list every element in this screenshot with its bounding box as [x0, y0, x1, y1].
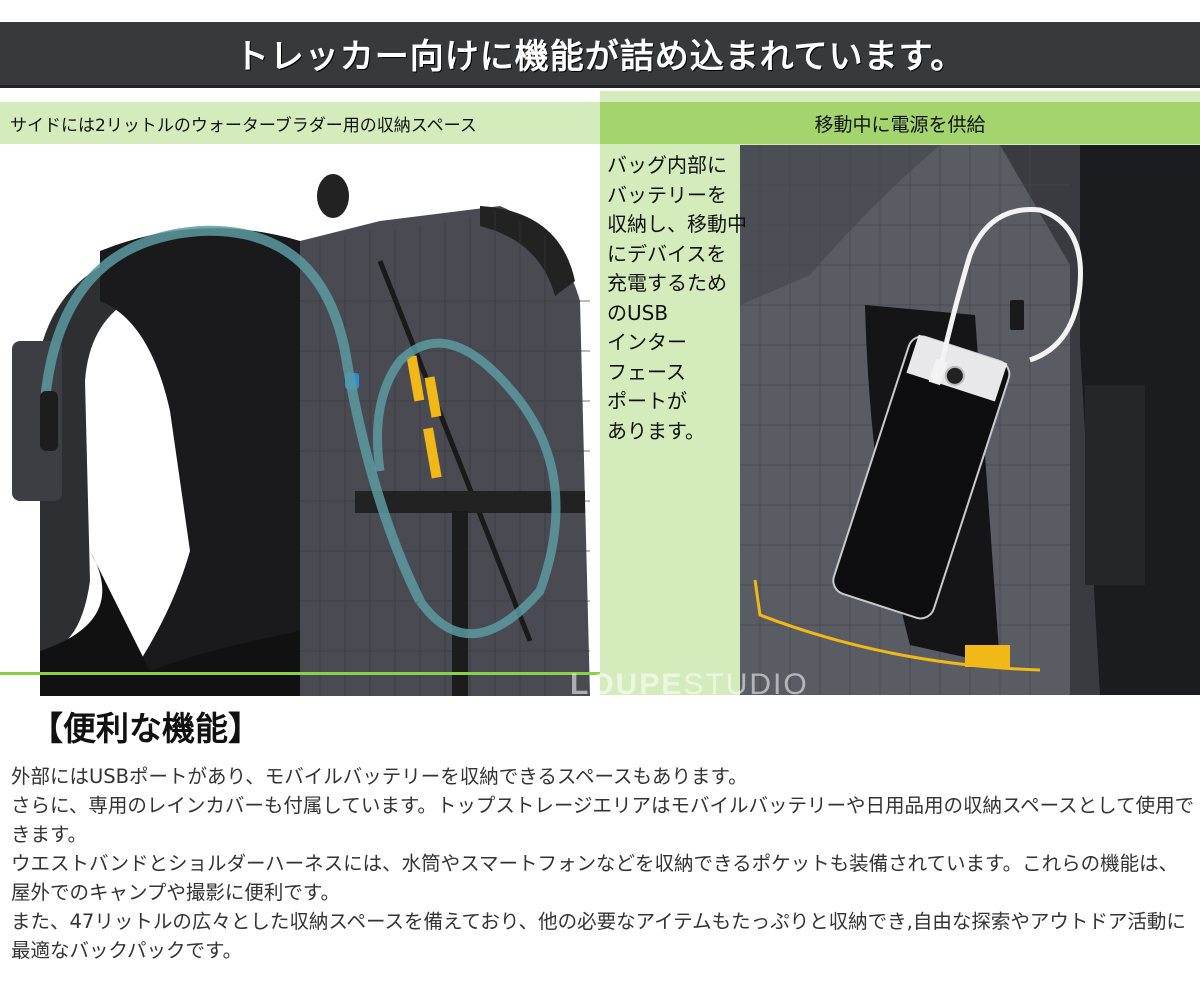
feature-paragraph: また、47リットルの広々とした収納スペースを備えており、他の必要なアイテムもたっ…: [11, 910, 1186, 962]
right-panel-label: 移動中に電源を供給: [600, 102, 1200, 144]
description-line: ポートが: [607, 389, 687, 413]
right-panel-description: バッグ内部に バッテリーを 収納し、移動中 にデバイスを 充電するため のUSB…: [607, 151, 777, 446]
feature-paragraph: 外部にはUSBポートがあり、モバイルバッテリーを収納できるスペースもあります。: [11, 765, 748, 788]
description-line: 収納し、移動中: [607, 212, 747, 236]
header-title: トレッカー向けに機能が詰め込まれています。: [234, 37, 966, 77]
description-line: のUSB: [607, 300, 669, 325]
left-feature-panel: サイドには2リットルのウォーターブラダー用の収納スペース: [0, 91, 600, 696]
description-line: 充電するため: [607, 271, 727, 295]
usb-pocket-illustration: [740, 145, 1200, 695]
description-line: あります。: [607, 418, 705, 443]
features-description: 外部にはUSBポートがあり、モバイルバッテリーを収納できるスペースもあります。 …: [11, 762, 1196, 965]
description-line: バッテリーを: [607, 182, 727, 207]
watermark-light: STUDIO: [683, 668, 809, 701]
left-panel-label: サイドには2リットルのウォーターブラダー用の収納スペース: [0, 102, 600, 144]
backpack-side-photo: [0, 151, 598, 696]
right-feature-panel: 移動中に電源を供給: [600, 91, 1200, 695]
description-line: バッグ内部に: [607, 153, 727, 177]
header-banner: トレッカー向けに機能が詰め込まれています。: [0, 22, 1200, 88]
description-line: インター: [607, 330, 687, 354]
green-divider-line: [0, 672, 600, 675]
usb-charging-photo: [740, 145, 1200, 695]
feature-paragraph: さらに、専用のレインカバーも付属しています。トップストレージエリアはモバイルバッ…: [11, 794, 1195, 846]
description-line: フェース: [607, 359, 686, 384]
features-heading: 【便利な機能】: [30, 709, 261, 748]
watermark-bold: LOUPE: [570, 668, 684, 701]
feature-paragraph: ウエストバンドとショルダーハーネスには、水筒やスマートフォンなどを収納できるポケ…: [11, 852, 1179, 904]
description-line: にデバイスを: [607, 241, 727, 266]
backpack-hydration-illustration: [12, 174, 590, 696]
watermark-logo: LOUPESTUDIO: [570, 668, 809, 702]
